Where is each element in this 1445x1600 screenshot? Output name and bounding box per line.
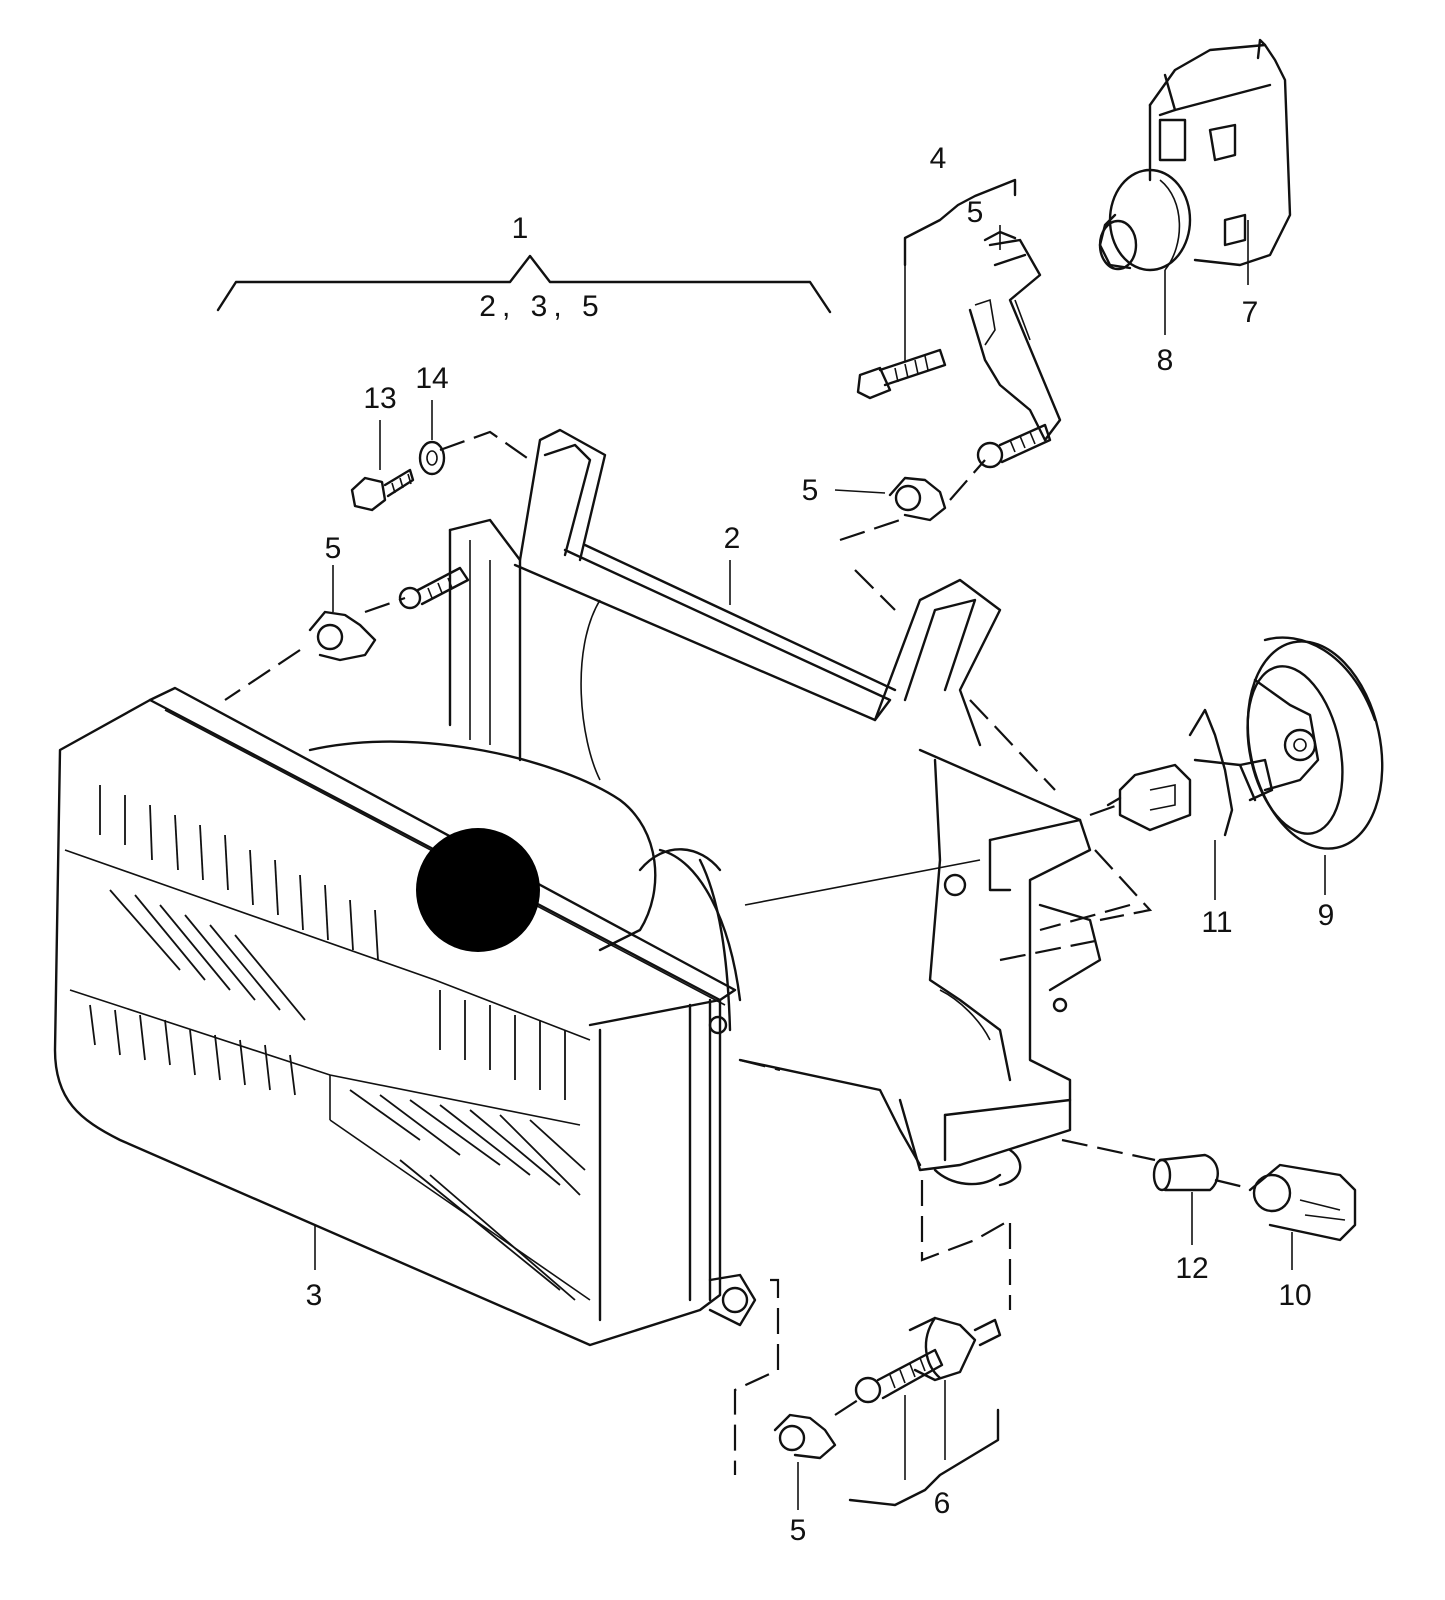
callout-labels: 1 2, 3, 5 2 3 4 5 5 5 5 6 7 8 9 10 11 12…: [306, 142, 1335, 1547]
screw-part-13: [350, 468, 415, 512]
callout-6: 6: [934, 1487, 951, 1520]
parking-bulb-part-12: [1152, 1153, 1219, 1192]
headlight-housing-part-3: [53, 686, 757, 1347]
callout-14: 14: [415, 362, 448, 395]
callout-1-contents: 2, 3, 5: [479, 290, 604, 323]
motor-connector-part-8: [1098, 168, 1192, 272]
callout-2: 2: [724, 522, 741, 555]
cover-cap-part-9: [1246, 636, 1384, 850]
mounting-frame-part-2: [448, 428, 1102, 1187]
clip-part-5-upper-right: [888, 476, 947, 522]
clip-part-5-bottom: [773, 1413, 837, 1460]
adjuster-bracket-part-4: [856, 238, 1062, 469]
group-bracket-6: [848, 1408, 1000, 1507]
callout-5-bottom: 5: [790, 1514, 807, 1547]
leader-lines: [314, 220, 1326, 1510]
headlight-bulb-part-11: [1106, 708, 1274, 837]
callout-5-left: 5: [325, 532, 342, 565]
callout-13: 13: [363, 382, 396, 415]
adjusting-screw-part-6: [854, 1316, 1002, 1404]
callout-5-right: 5: [802, 474, 819, 507]
callout-5-top: 5: [967, 196, 984, 229]
range-adjust-motor-part-7: [1148, 38, 1292, 267]
group-bracket-1: [216, 254, 832, 314]
callout-7: 7: [1242, 296, 1259, 329]
washer-part-14: [418, 440, 446, 476]
callout-4: 4: [930, 142, 947, 175]
lens-hatching: [89, 785, 586, 1301]
callout-12: 12: [1175, 1252, 1208, 1285]
clip-part-5-upper-left: [308, 566, 470, 662]
bulb-holder-part-10: [1248, 1163, 1357, 1242]
callout-11: 11: [1201, 906, 1232, 939]
callout-1: 1: [512, 212, 529, 245]
callout-8: 8: [1157, 344, 1174, 377]
assembly-dash-lines: [224, 430, 1249, 1475]
black-marker-dot: [416, 828, 540, 952]
callout-10: 10: [1278, 1279, 1311, 1312]
callout-3: 3: [306, 1279, 323, 1312]
callout-9: 9: [1318, 899, 1335, 932]
group-bracket-4: [903, 178, 1017, 267]
